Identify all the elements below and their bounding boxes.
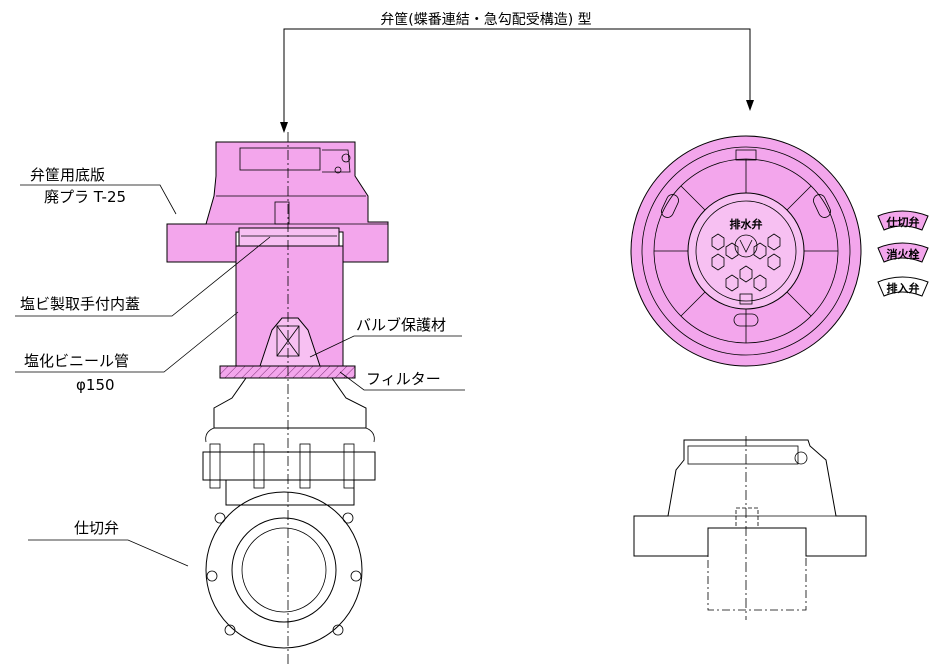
hex-pattern bbox=[711, 233, 781, 292]
tag-gate-valve: 仕切弁 bbox=[877, 210, 929, 231]
leader-gate-valve bbox=[28, 539, 189, 567]
cover-plan-view: 排水弁 bbox=[630, 135, 862, 367]
filter-layer bbox=[219, 365, 356, 379]
hinge-pin bbox=[341, 153, 351, 163]
cap-cross-b bbox=[276, 325, 300, 357]
label-lid: 塩ビ製取手付内蓋 bbox=[20, 295, 140, 313]
label-base: 弁筐用底版 bbox=[30, 166, 105, 184]
lid-handle bbox=[739, 293, 753, 305]
center-emblem bbox=[734, 234, 758, 258]
tag-hydrant: 消火栓 bbox=[877, 242, 929, 263]
flange-bolt-holes bbox=[206, 512, 362, 636]
leader-filter bbox=[339, 371, 465, 391]
cap-recess bbox=[239, 147, 321, 171]
inner-lid-edge bbox=[695, 200, 797, 302]
title-group: 弁筐(蝶番連結・急勾配受構造) 型 bbox=[280, 11, 754, 133]
tag-hydrant-text: 消火栓 bbox=[887, 247, 920, 261]
leader-lid bbox=[15, 236, 271, 317]
bonnet-ear-left bbox=[205, 427, 215, 443]
pipe-flange-inner bbox=[231, 517, 337, 623]
gate-valve bbox=[202, 132, 376, 666]
leader-valve-protect bbox=[309, 335, 462, 358]
left-arrow-head bbox=[280, 122, 288, 133]
leader-pipe bbox=[15, 311, 239, 373]
cover-emblem-text: 排水弁 bbox=[730, 217, 763, 231]
tag-group: 仕切弁 消火栓 排入弁 bbox=[877, 210, 929, 297]
drawing-title: 弁筐(蝶番連結・急勾配受構造) 型 bbox=[380, 11, 591, 28]
inner-lid bbox=[238, 227, 340, 247]
label-gate-valve: 仕切弁 bbox=[74, 519, 119, 537]
pipe-bore bbox=[241, 527, 327, 613]
right-arrow-head bbox=[746, 100, 754, 111]
label-valve-protect: バルブ保護材 bbox=[356, 316, 446, 334]
small-elevation bbox=[633, 436, 867, 620]
small-hinge bbox=[794, 451, 808, 465]
tag-inlet-valve: 排入弁 bbox=[877, 276, 929, 297]
inner-lid-circle bbox=[687, 192, 805, 310]
cover-ribs bbox=[654, 159, 838, 343]
valve-bonnet bbox=[213, 377, 367, 429]
tag-inlet-valve-text: 排入弁 bbox=[887, 281, 920, 295]
tag-gate-valve-text: 仕切弁 bbox=[886, 215, 920, 229]
label-pipe: 塩化ビニール管 bbox=[24, 352, 129, 370]
valve-neck bbox=[225, 480, 355, 506]
small-boss bbox=[735, 507, 759, 529]
cover-rim bbox=[641, 146, 851, 356]
label-base-spec: 廃プラ T-25 bbox=[44, 188, 126, 206]
callouts: 弁筐用底版 廃プラ T-25 塩ビ製取手付内蓋 バルブ保護材 塩化ビニール管 φ… bbox=[15, 166, 465, 567]
valve-flange-body bbox=[202, 451, 376, 481]
small-box-top-recess bbox=[687, 445, 799, 465]
bonnet-ear-right bbox=[365, 427, 375, 443]
label-pipe-size: φ150 bbox=[76, 376, 115, 394]
title-leader bbox=[283, 28, 751, 130]
flange-bolts bbox=[209, 443, 355, 489]
leader-base bbox=[20, 184, 177, 215]
small-pipe-hidden bbox=[707, 528, 807, 611]
pipe-flange-outer bbox=[205, 491, 363, 649]
cover-slots bbox=[661, 194, 831, 327]
small-box-outline bbox=[633, 439, 867, 557]
cover-hinge bbox=[735, 149, 757, 161]
label-filter: フィルター bbox=[366, 370, 441, 388]
emblem-mark bbox=[739, 239, 753, 253]
hinge-bolt bbox=[334, 166, 342, 174]
